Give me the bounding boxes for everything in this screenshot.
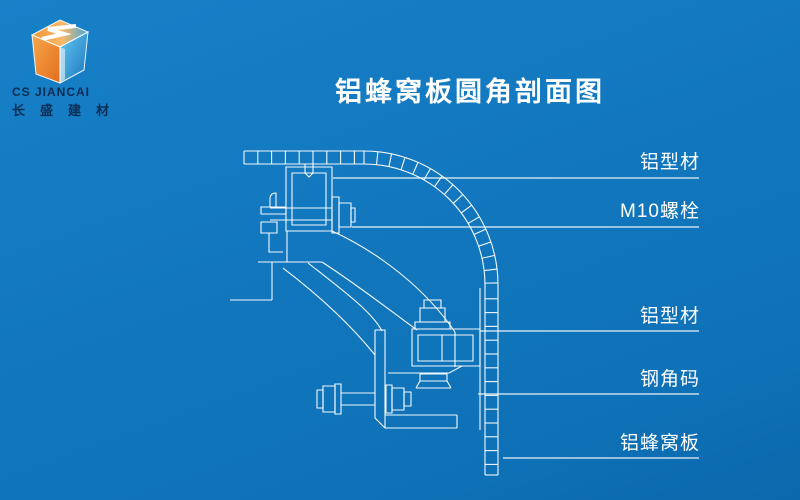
bolt-washer [415, 322, 450, 329]
bolt-head-cap [317, 390, 323, 408]
callout-aluminum-profile-lower: 铝型材 [639, 306, 700, 327]
logo-company-en: CS JIANCAI [12, 85, 91, 99]
honeycomb-cell-rungs [258, 151, 498, 464]
callout-m10-bolt: M10螺栓 [620, 201, 700, 222]
top-clip-hook [305, 164, 313, 177]
honeycomb-panel-strip [244, 151, 498, 475]
angle-vertical-leg [375, 330, 385, 428]
angle-horizontal-leg [385, 415, 457, 428]
logo-s-groove [41, 24, 77, 41]
leader-lines [333, 178, 699, 458]
bolt-head [323, 386, 335, 412]
page-title: 铝蜂窝板圆角剖面图 [335, 77, 605, 107]
bolt-shaft [270, 208, 332, 220]
upper-profile-assembly [230, 164, 355, 300]
company-logo: CS JIANCAI 长盛建材 [12, 6, 152, 119]
steel-angle-assembly [317, 330, 457, 428]
left-hook [270, 193, 276, 207]
bolt-nut [392, 388, 404, 410]
lower-profile-assembly [388, 300, 480, 388]
bolt-washer [335, 384, 341, 414]
callout-honeycomb-panel: 铝蜂窝板 [619, 433, 700, 454]
logo-company-zh: 长盛建材 [12, 103, 125, 118]
m10-bolt-head [339, 203, 351, 227]
logo-cube-icon [30, 19, 90, 84]
bolt-nut [420, 308, 445, 322]
bolt-washer [332, 197, 339, 233]
bolt-shaft [341, 393, 375, 405]
callout-steel-angle: 钢角码 [639, 369, 700, 390]
callout-aluminum-profile-top: 铝型材 [639, 152, 700, 173]
